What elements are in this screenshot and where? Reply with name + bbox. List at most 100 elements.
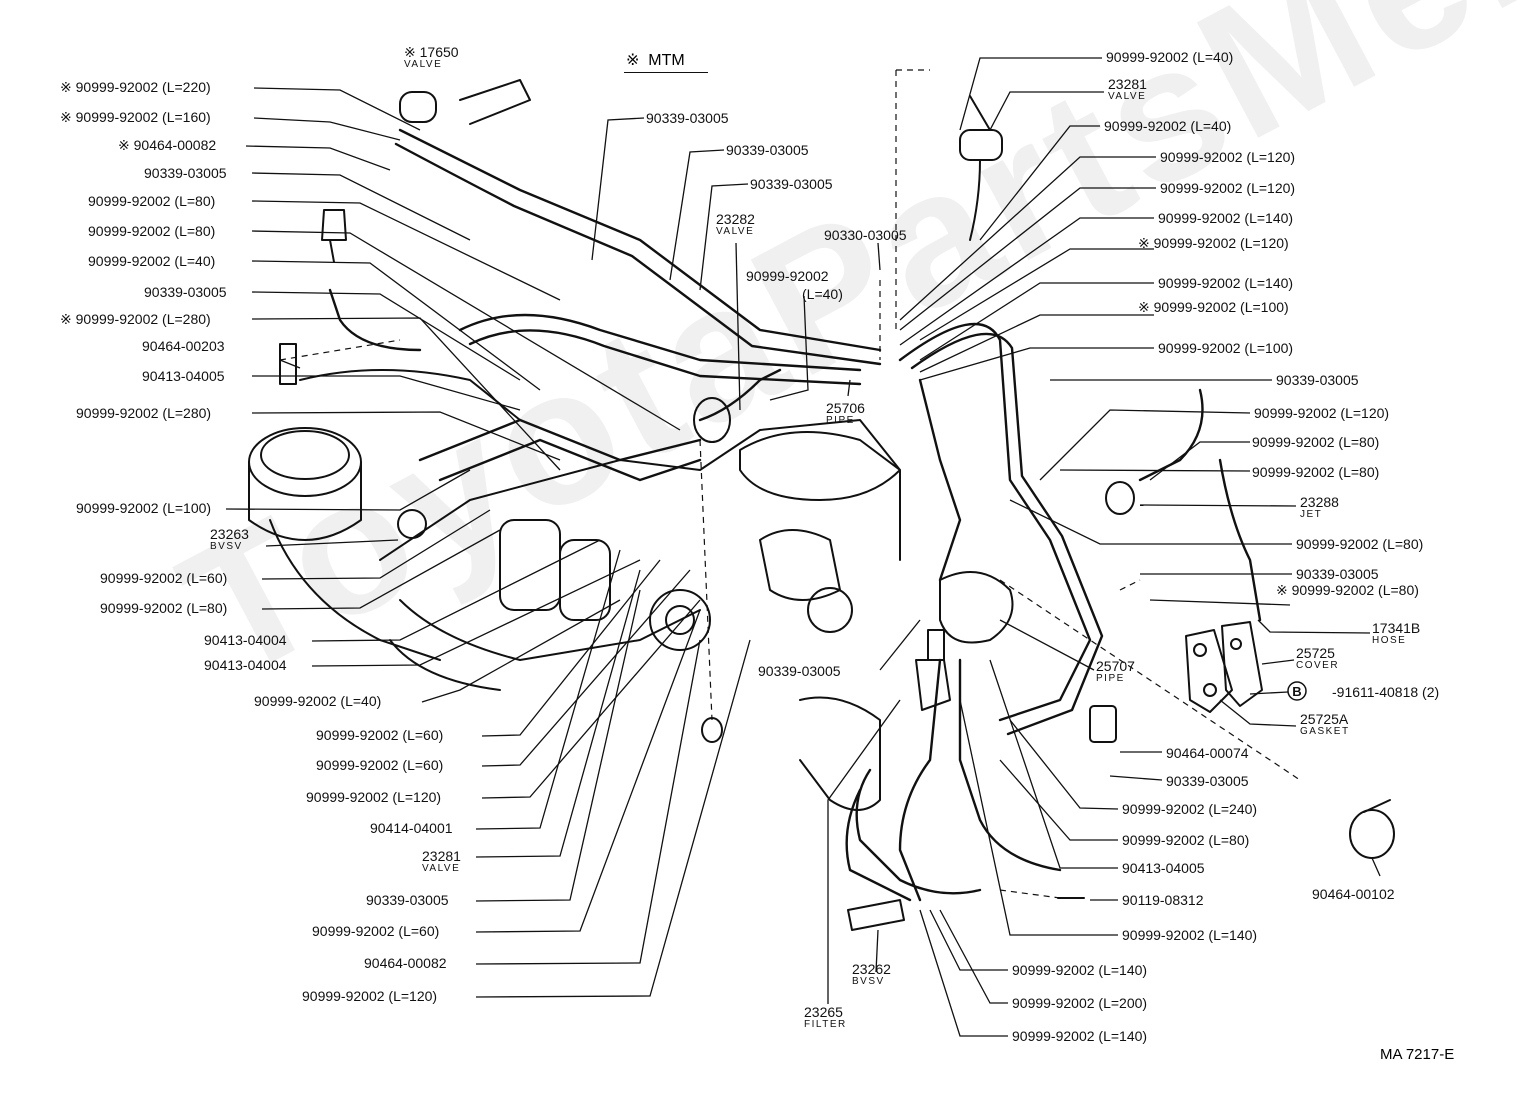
leader-line (251, 260, 541, 391)
leader-line (1261, 659, 1295, 665)
leader-line (919, 909, 1008, 1037)
part-label-r11: 90999-92002 (L=120) (1254, 405, 1389, 421)
part-label-l12: 90999-92002 (L=280) (76, 405, 211, 421)
leader-line (251, 172, 471, 241)
part-number-text: 90330-03005 (824, 227, 907, 243)
part-number-text: 90339-03005 (1276, 372, 1359, 388)
part-label-r21: 90999-92002 (L=80) (1122, 832, 1249, 848)
leader-line (481, 569, 691, 767)
part-number-text: 90999-92002 (L=60) (100, 570, 228, 586)
part-label-r7: 90999-92002 (L=140) (1158, 275, 1293, 291)
part-number-text: 23282 (716, 211, 755, 227)
part-number-text: 25725A (1300, 711, 1349, 727)
part-number-text: 90999-92002 (L=140) (1122, 927, 1258, 943)
part-number-text: 90999-92002 (L=140) (1158, 275, 1294, 291)
part-label-r1: 90999-92002 (L=40) (1106, 49, 1233, 65)
leader-line (875, 929, 879, 973)
part-number-text: 25707 (1096, 658, 1135, 674)
part-number-text: 90464-00074 (1166, 745, 1249, 761)
leader-line (475, 639, 751, 998)
leader-line (265, 539, 399, 547)
part-number-text: 90339-03005 (1296, 566, 1379, 582)
part-label-l9: ※ 90999-92002 (L=280) (60, 311, 211, 327)
leader-line (481, 599, 701, 799)
part-label-b1: 90999-92002 (L=140) (1012, 962, 1147, 978)
part-label-l6: 90999-92002 (L=80) (88, 223, 215, 239)
part-number-text: 90999-92002 (L=140) (1158, 210, 1294, 226)
part-number-text: ※ 90999-92002 (L=80) (1276, 582, 1419, 598)
part-label-b2: 90999-92002 (L=200) (1012, 995, 1147, 1011)
part-number-text: 90999-92002 (L=60) (316, 727, 444, 743)
part-label-l11: 90413-04005 (142, 368, 225, 384)
leader-line (1257, 619, 1371, 634)
part-label-r15: 90339-03005 (1296, 566, 1379, 582)
part-label-r13: 90999-92002 (L=80) (1252, 464, 1379, 480)
leader-line (939, 909, 1008, 1004)
part-name-text: VALVE (1108, 91, 1147, 102)
leader-line (979, 125, 1100, 241)
part-name-text: HOSE (1372, 635, 1407, 646)
note-mark: ※ (626, 52, 640, 69)
part-number-text: 90999-92002 (L=60) (312, 923, 440, 939)
part-number-text: 90999-92002 (L=120) (1160, 180, 1296, 196)
leader-line (899, 217, 1154, 346)
part-name-text: COVER (1296, 660, 1340, 671)
leader-line (279, 359, 301, 369)
mtm-underline (624, 72, 708, 73)
part-label-l2: ※ 90999-92002 (L=160) (60, 109, 211, 125)
part-label-t2: 90339-03005 (726, 142, 809, 158)
leader-line (311, 539, 601, 642)
leader-line (1219, 699, 1297, 727)
part-name-text: PIPE (1096, 673, 1125, 684)
part-name-text: JET (1300, 509, 1323, 520)
part-label-l24: 90999-92002 (L=60) (312, 923, 439, 939)
leader-line (699, 183, 749, 291)
leader-line (253, 117, 401, 141)
leader-line (959, 57, 1102, 131)
part-number-text: 90413-04005 (1122, 860, 1205, 876)
part-name-text: GASKET (1300, 726, 1350, 737)
leader-line (475, 639, 701, 965)
part-number-text: 23265 (804, 1004, 843, 1020)
part-label-l14: 90999-92002 (L=60) (100, 570, 227, 586)
leader-line (879, 619, 921, 671)
part-label-l16: 90413-04004 (204, 632, 287, 648)
part-number-text: 90999-92002 (L=140) (1012, 962, 1148, 978)
leader-line (261, 509, 491, 580)
leader-line (769, 295, 809, 401)
part-number-text: 23288 (1300, 494, 1339, 510)
part-label-r22: 90413-04005 (1122, 860, 1205, 876)
part-label-t4: 90330-03005 (824, 227, 907, 243)
part-number-text: 90339-03005 (750, 176, 833, 192)
part-label-t1: 90339-03005 (646, 110, 729, 126)
part-name-text: VALVE (404, 59, 443, 70)
leader-line (877, 242, 881, 271)
figure-code: MA 7217-E (1380, 1046, 1455, 1063)
leader-line (919, 282, 1154, 361)
part-label-l26: 90999-92002 (L=120) (302, 988, 437, 1004)
leader-line (899, 156, 1156, 321)
part-number-text: ※ 90999-92002 (L=120) (1138, 235, 1289, 251)
leader-line (475, 549, 621, 830)
part-label-l5: 90999-92002 (L=80) (88, 193, 215, 209)
part-label-t3: 90339-03005 (750, 176, 833, 192)
part-name-text: VALVE (716, 226, 755, 237)
part-number-text: 90339-03005 (144, 165, 227, 181)
vacuum-hoses-drawing (328, 128, 1262, 902)
part-label-r18: 90464-00074 (1166, 745, 1249, 761)
leader-line (999, 619, 1095, 671)
part-number-text: 90999-92002 (L=40) (88, 253, 216, 269)
part-name-text: VALVE (422, 863, 461, 874)
part-number-text: 90999-92002 (L=80) (1252, 434, 1380, 450)
part-label-r9: 90999-92002 (L=100) (1158, 340, 1293, 356)
part-label-t5: 90999-92002 (746, 268, 829, 284)
part-number-text: 90999-92002 (L=280) (76, 405, 212, 421)
part-number-text: -91611-40818 (2) (1332, 684, 1440, 700)
